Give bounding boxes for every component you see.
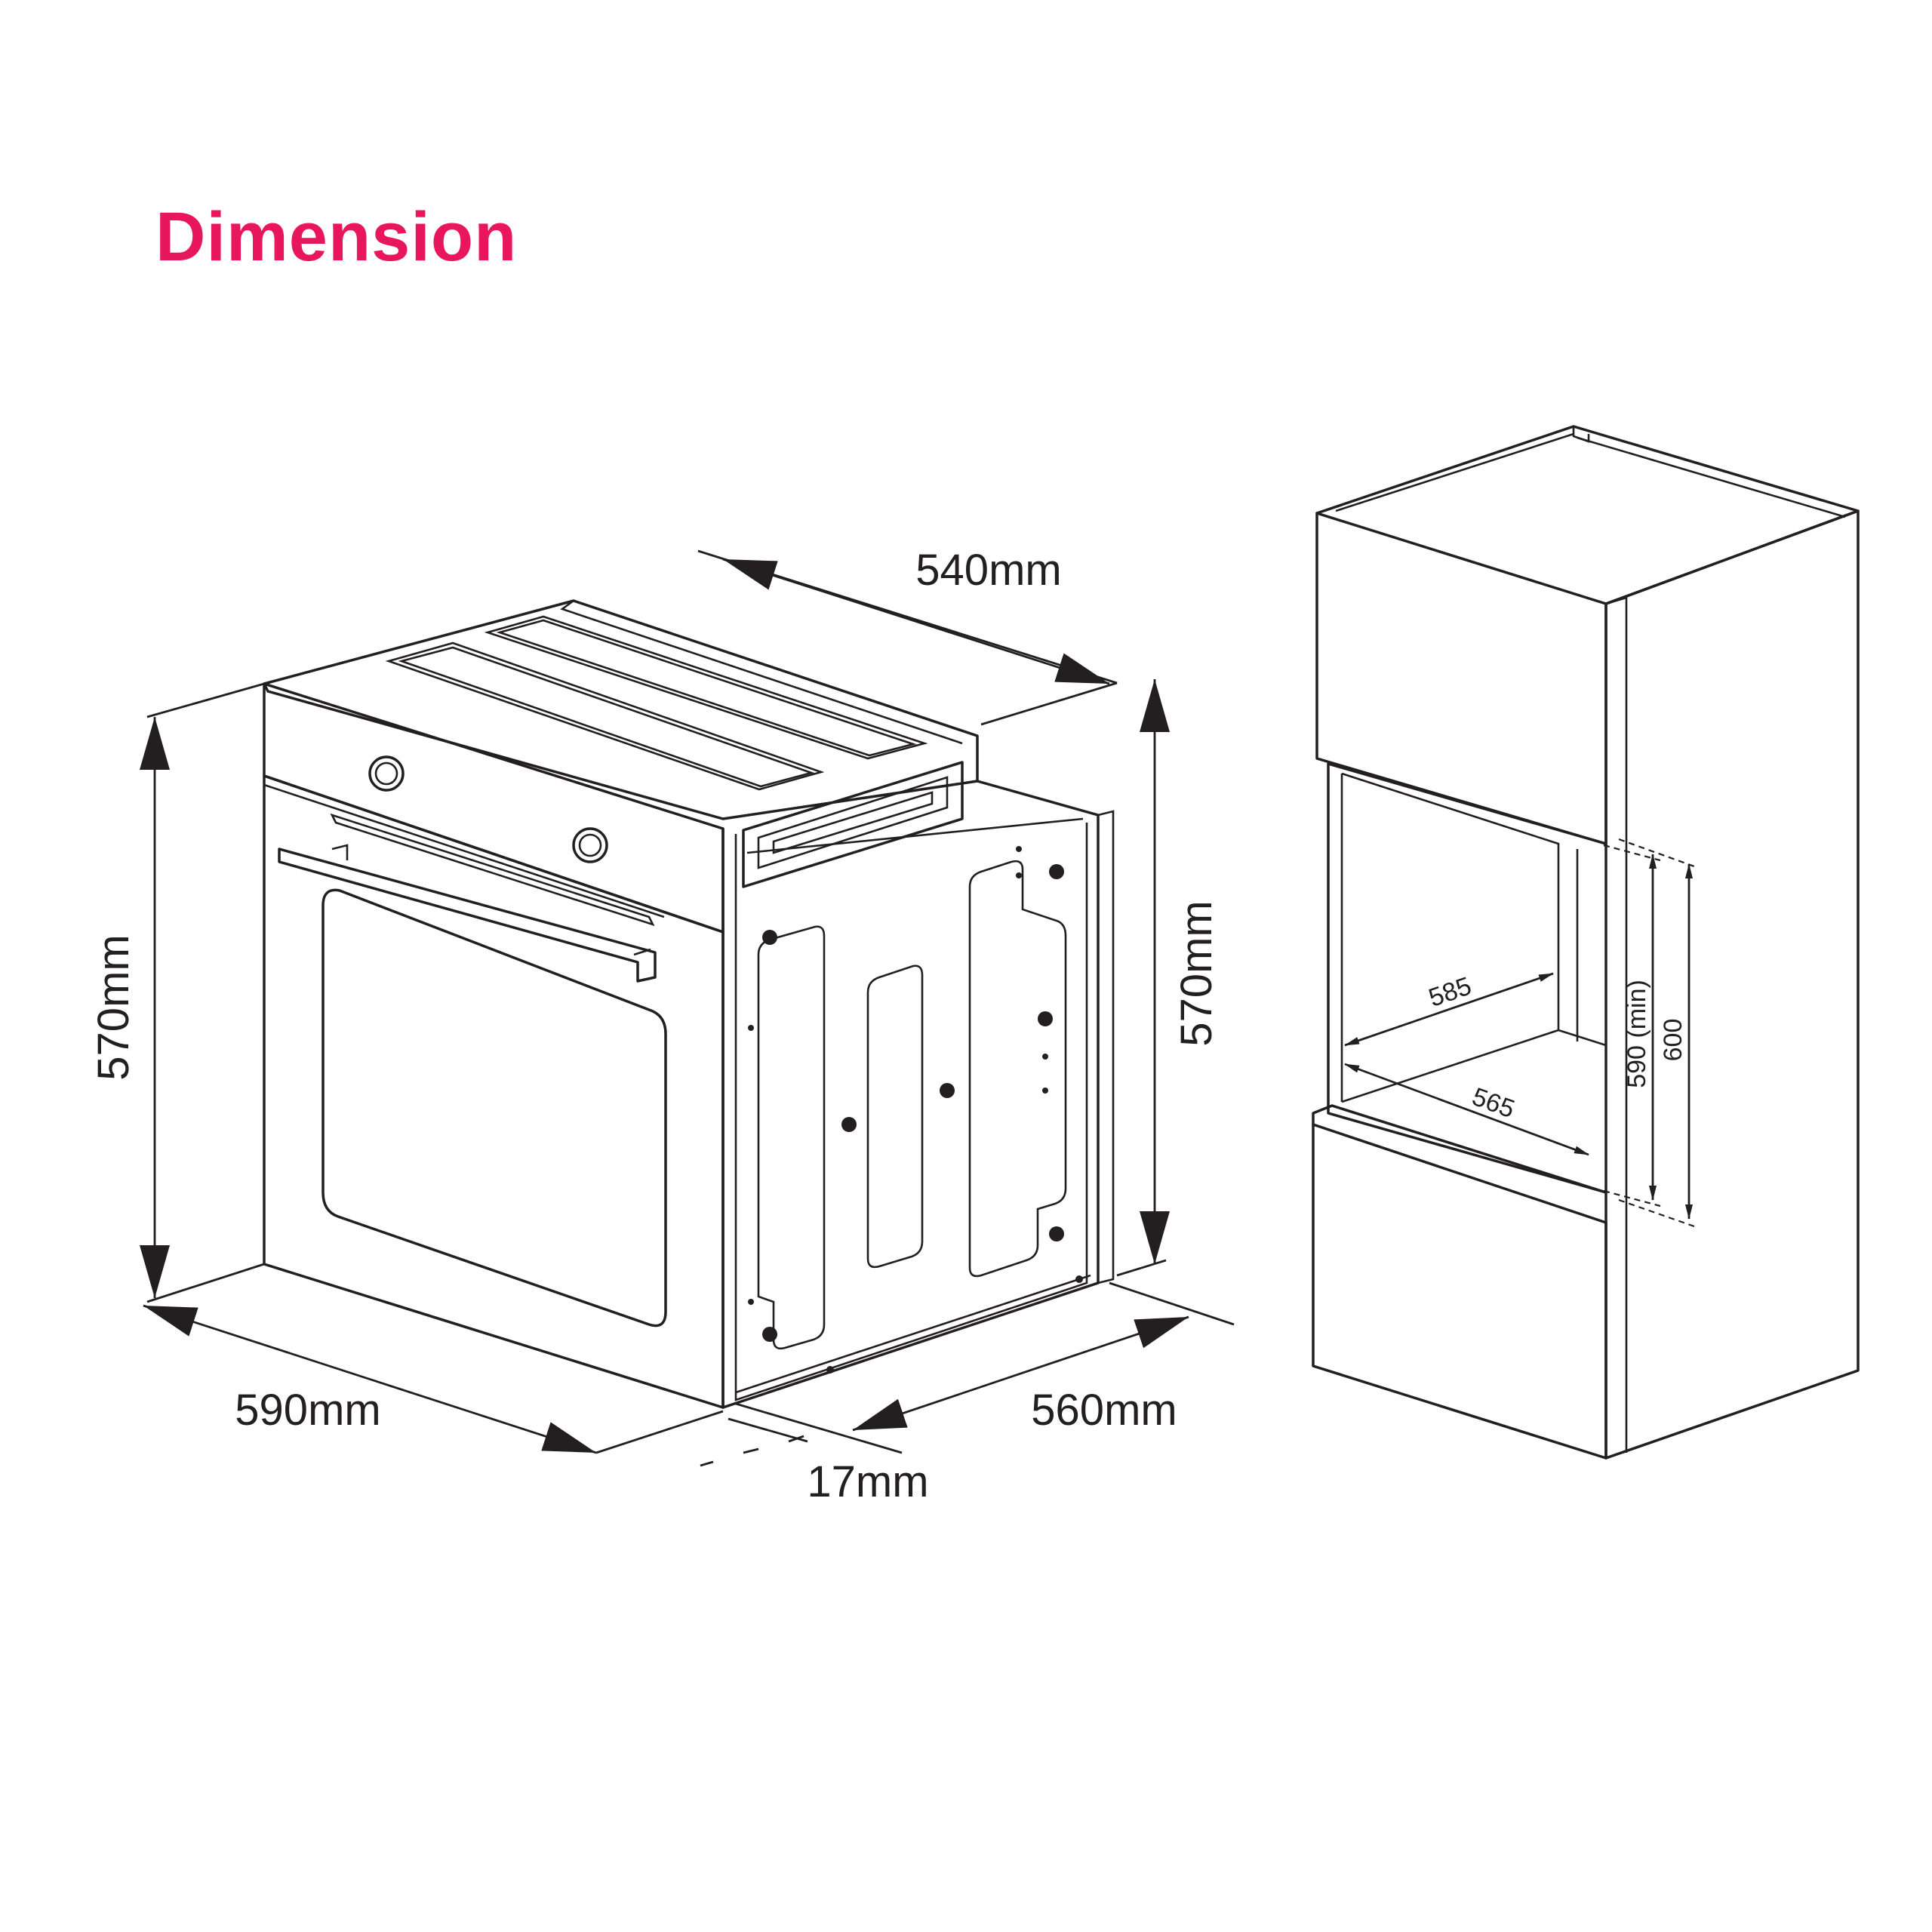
oven-door	[263, 774, 724, 1409]
depth-top-label: 540mm	[915, 546, 1061, 595]
page-title: Dimension	[155, 198, 518, 275]
cutout-height-min-label: 590 (min)	[1623, 980, 1651, 1088]
rear-vent	[742, 761, 964, 888]
height-left-label: 570mm	[89, 934, 138, 1080]
side-emboss-1	[757, 925, 826, 1350]
depth-side-label: 560mm	[1031, 1386, 1177, 1435]
knob-right-icon	[572, 827, 608, 863]
knob-left-icon	[368, 755, 405, 792]
door-thickness-label: 17mm	[807, 1457, 928, 1506]
side-emboss-2	[866, 964, 924, 1269]
width-front-label: 590mm	[235, 1386, 380, 1435]
oven-drawing	[263, 599, 1115, 1409]
cabinet-top	[1315, 425, 1860, 605]
door-window	[321, 888, 667, 1327]
cabinet-dimensions	[1344, 838, 1695, 1228]
height-right-label: 570mm	[1172, 900, 1221, 1046]
cabinet-drawing	[1312, 425, 1860, 1460]
oven-dimensions	[140, 549, 1235, 1467]
door-handle	[278, 848, 657, 983]
cutout-height-label: 600	[1659, 1019, 1687, 1062]
cutout-width-label: 585	[1425, 971, 1475, 1012]
oven-top	[263, 599, 979, 820]
cabinet-base	[1312, 1104, 1607, 1224]
cutout-depth-label: 565	[1469, 1082, 1518, 1124]
side-emboss-3	[968, 860, 1067, 1278]
